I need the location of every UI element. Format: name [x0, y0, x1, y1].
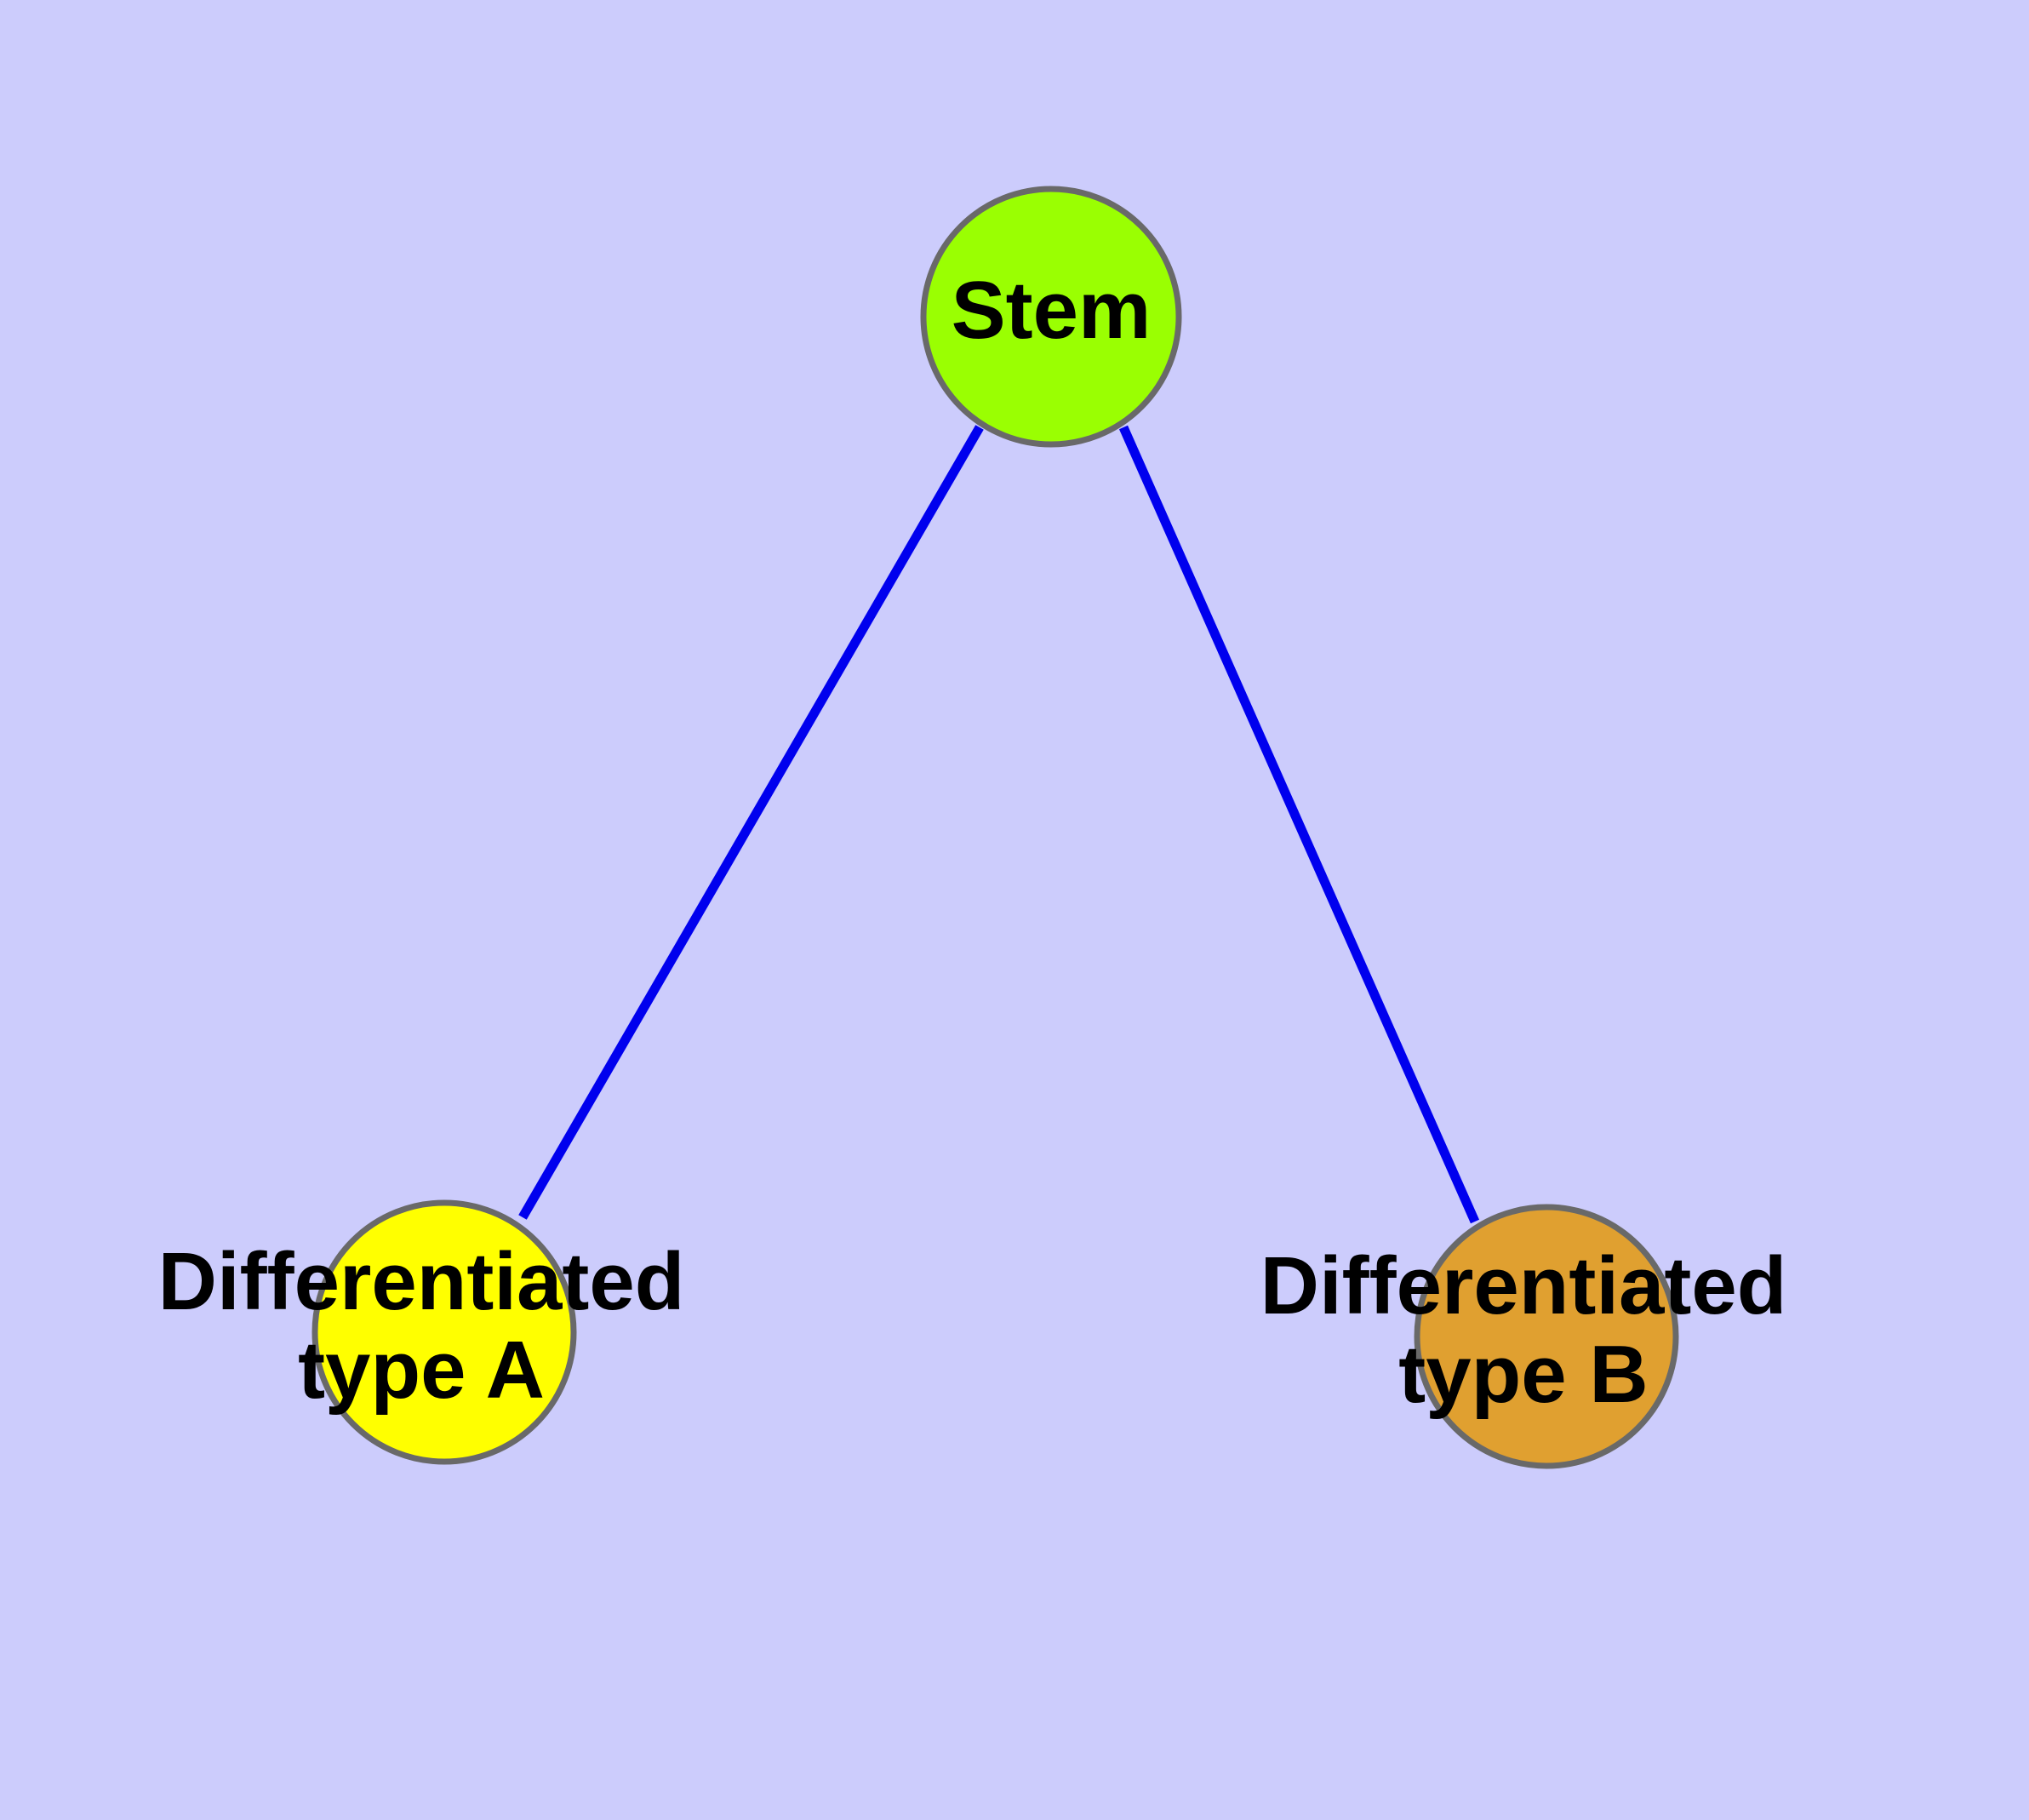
node-label-line: Stem — [952, 265, 1152, 356]
node-differentiated-type-a-circle[interactable] — [311, 1199, 577, 1465]
node-stem-label: Stem — [952, 265, 1152, 356]
node-label-line: Differentiated — [158, 1236, 685, 1327]
nodes-layer — [311, 186, 1679, 1469]
edges-layer — [518, 425, 1480, 1224]
edge-stem-to-differentiated-type-a[interactable] — [518, 425, 984, 1220]
node-label-line: Differentiated — [1260, 1240, 1787, 1331]
node-label-line: type B — [1398, 1329, 1648, 1420]
node-differentiated-type-b-circle[interactable] — [1414, 1204, 1679, 1469]
node-label-line: type A — [298, 1325, 545, 1416]
edge-stem-to-differentiated-type-b[interactable] — [1118, 425, 1480, 1224]
node-stem-circle[interactable] — [920, 186, 1182, 448]
